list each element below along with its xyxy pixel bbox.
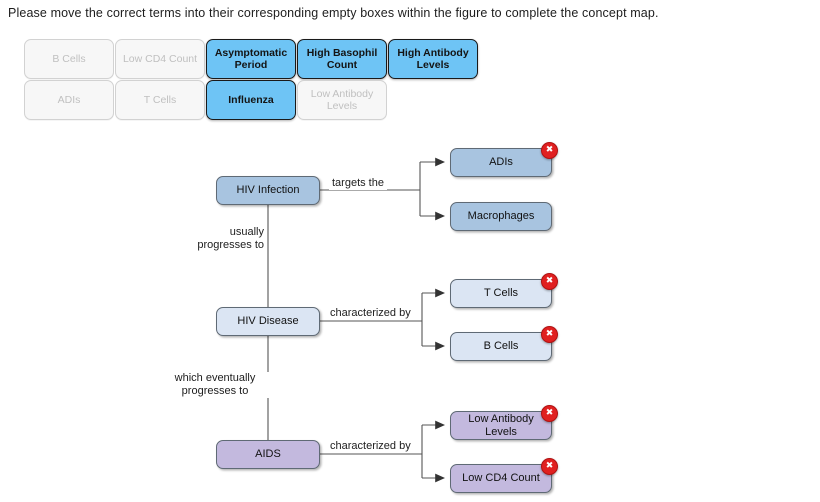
node-label: Low CD4 Count [462, 472, 540, 485]
edge-label-targets-the: targets the [329, 177, 387, 190]
node-t-cells[interactable]: T Cells ✖ [450, 273, 558, 308]
node-label: Macrophages [467, 210, 535, 223]
node-low-antibody-levels[interactable]: Low Antibody Levels ✖ [450, 405, 558, 440]
node-label: AIDS [255, 448, 281, 461]
node-label: ADIs [489, 156, 513, 169]
word-bank-row-1: B Cells Low CD4 Count Asymptomatic Perio… [24, 39, 479, 79]
edge-label-which-eventually-line2: progresses to [160, 385, 270, 398]
instruction-text: Please move the correct terms into their… [8, 6, 659, 20]
node-low-cd4-count[interactable]: Low CD4 Count ✖ [450, 458, 558, 493]
remove-icon[interactable]: ✖ [541, 326, 558, 343]
word-tile-high-basophil-count[interactable]: High Basophil Count [297, 39, 387, 79]
word-tile-high-antibody-levels[interactable]: High Antibody Levels [388, 39, 478, 79]
word-tile-t-cells[interactable]: T Cells [115, 80, 205, 120]
remove-icon[interactable]: ✖ [541, 273, 558, 290]
concept-map: HIV Infection ADIs ✖ Macrophages HIV Dis… [0, 128, 820, 502]
node-label: Low Antibody Levels [468, 413, 534, 438]
edge-label-which-eventually-line1: which eventually [160, 372, 270, 385]
edge-label-characterized-by-1: characterized by [327, 307, 414, 320]
word-tile-influenza[interactable]: Influenza [206, 80, 296, 120]
node-label: B Cells [483, 340, 519, 353]
edge-label-usually-progresses-to-line2: progresses to [166, 239, 267, 252]
word-tile-low-cd4-count[interactable]: Low CD4 Count [115, 39, 205, 79]
node-hiv-infection[interactable]: HIV Infection [216, 176, 320, 205]
remove-icon[interactable]: ✖ [541, 405, 558, 422]
word-tile-adis[interactable]: ADIs [24, 80, 114, 120]
word-bank: B Cells Low CD4 Count Asymptomatic Perio… [24, 39, 479, 120]
node-hiv-disease[interactable]: HIV Disease [216, 307, 320, 336]
node-adis[interactable]: ADIs ✖ [450, 142, 558, 177]
word-tile-asymptomatic-period[interactable]: Asymptomatic Period [206, 39, 296, 79]
remove-icon[interactable]: ✖ [541, 142, 558, 159]
edge-label-characterized-by-2: characterized by [327, 440, 414, 453]
word-bank-row-2: ADIs T Cells Influenza Low Antibody Leve… [24, 80, 479, 120]
node-b-cells[interactable]: B Cells ✖ [450, 326, 558, 361]
remove-icon[interactable]: ✖ [541, 458, 558, 475]
edge-label-usually-progresses-to-line1: usually [166, 226, 267, 239]
node-aids[interactable]: AIDS [216, 440, 320, 469]
node-label: T Cells [483, 287, 519, 300]
word-tile-low-antibody-levels[interactable]: Low Antibody Levels [297, 80, 387, 120]
node-macrophages[interactable]: Macrophages [450, 202, 552, 231]
node-label: HIV Infection [236, 184, 300, 197]
connector-lines [263, 157, 446, 483]
word-tile-b-cells[interactable]: B Cells [24, 39, 114, 79]
node-label: HIV Disease [237, 315, 299, 328]
